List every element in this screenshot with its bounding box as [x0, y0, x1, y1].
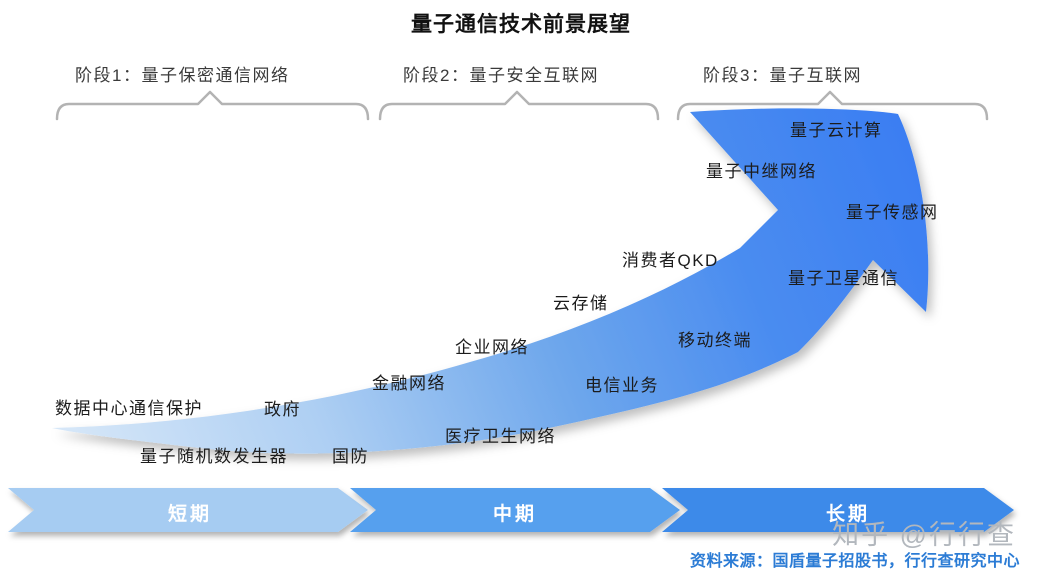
arrow-item-label-12: 量子云计算 — [790, 121, 883, 140]
arrow-item-label-10: 移动终端 — [678, 331, 752, 350]
phase3-label: 阶段3：量子互联网 — [703, 66, 862, 85]
arrow-item-label-5: 医疗卫生网络 — [445, 427, 556, 446]
arrow-item-label-4: 金融网络 — [372, 374, 446, 393]
timeline-band-long — [662, 488, 1014, 532]
arrow-item-label-7: 云存储 — [553, 294, 609, 313]
arrow-item-label-9: 消费者QKD — [622, 251, 719, 270]
arrow-item-label-14: 量子卫星通信 — [788, 269, 899, 288]
arrow-item-label-1: 量子随机数发生器 — [140, 447, 288, 466]
arrow-item-label-13: 量子传感网 — [846, 203, 939, 222]
phase1-brace — [55, 90, 370, 121]
arrow-item-label-3: 国防 — [332, 447, 369, 466]
timeline-band-short — [8, 488, 368, 532]
arrow-item-label-8: 电信业务 — [585, 376, 659, 395]
phase2-label: 阶段2：量子安全互联网 — [403, 66, 599, 85]
phase2-brace — [378, 90, 660, 121]
arrow-item-label-11: 量子中继网络 — [706, 162, 817, 181]
timeline-label-mid: 中期 — [492, 504, 538, 525]
timeline-band-mid — [350, 488, 680, 532]
watermark-zhihu: 知乎 @行行查 — [832, 520, 1016, 550]
arrow-item-label-2: 政府 — [264, 400, 301, 419]
page-title: 量子通信技术前景展望 — [411, 13, 631, 36]
growth-arrow-shape — [52, 108, 929, 454]
arrow-item-label-0: 数据中心通信保护 — [55, 399, 203, 418]
data-source-note: 资料来源：国盾量子招股书，行行查研究中心 — [689, 553, 1020, 570]
phase1-label: 阶段1：量子保密通信网络 — [75, 66, 290, 85]
timeline-label-short: 短期 — [167, 504, 213, 525]
phase3-brace — [676, 90, 989, 121]
timeline-label-long: 长期 — [825, 504, 871, 525]
arrow-item-label-6: 企业网络 — [455, 338, 529, 357]
